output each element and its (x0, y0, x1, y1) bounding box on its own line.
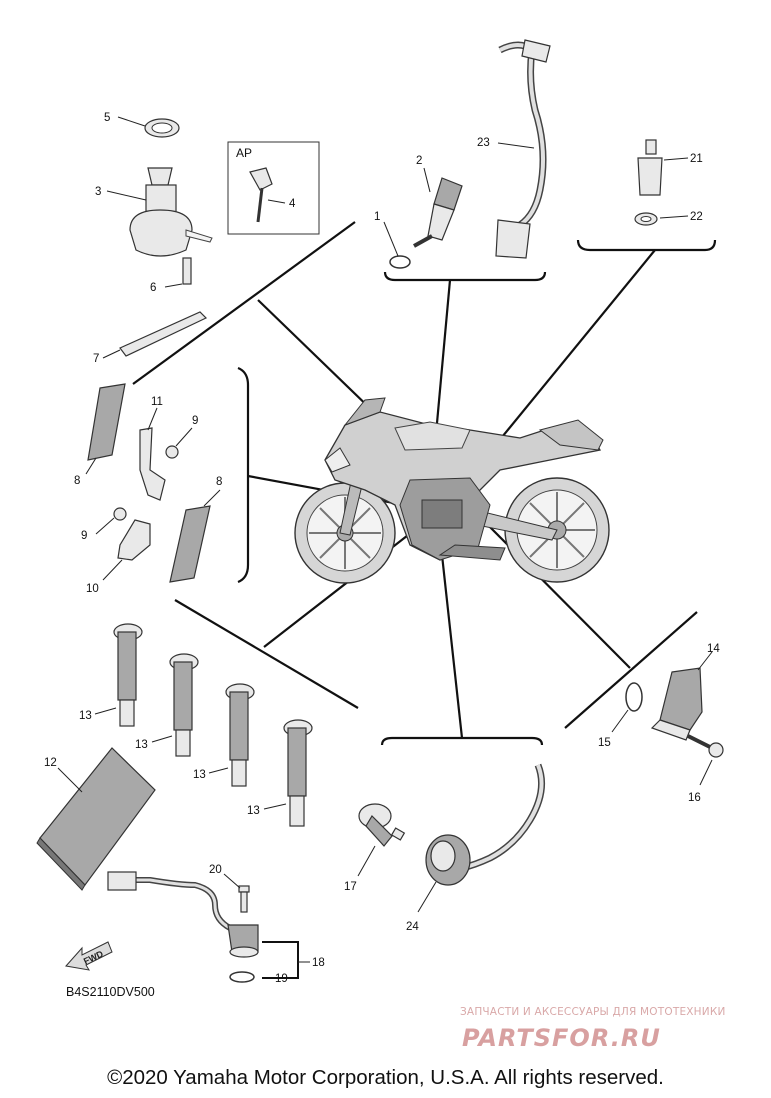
label-4: 4 (289, 198, 296, 210)
label-23: 23 (477, 137, 490, 149)
part-9-nut-upper: 9 (165, 415, 198, 459)
part-13-coil-1: 13 (79, 623, 143, 727)
part-13-coil-3: 13 (193, 683, 255, 787)
part-11-bracket: 11 (139, 396, 166, 501)
watermark: ЗАПЧАСТИ И АКСЕССУАРЫ ДЛЯ МОТОТЕХНИКИ PA… (460, 1006, 726, 1052)
watermark-tagline: ЗАПЧАСТИ И АКСЕССУАРЫ ДЛЯ МОТОТЕХНИКИ (460, 1006, 726, 1018)
part-14-sensor: 14 (650, 643, 720, 741)
label-11: 11 (151, 396, 163, 408)
part-18-sensor: 18 (107, 871, 325, 979)
label-24: 24 (406, 921, 419, 933)
part-10-bracket: 10 (86, 519, 151, 595)
part-2-sensor: 2 (413, 155, 463, 248)
label-19: 19 (275, 973, 288, 985)
label-18: 18 (312, 957, 325, 969)
label-2: 2 (416, 155, 422, 167)
part-17-sensor: 17 (344, 803, 406, 893)
part-7-strap: 7 (93, 311, 208, 365)
drawing-code: B4S2110DV500 (66, 985, 155, 999)
part-9-nut-lower: 9 (81, 507, 127, 542)
part-12-ecu: 12 (36, 747, 156, 891)
part-23-cable-sensor: 23 (477, 39, 551, 259)
label-1: 1 (374, 211, 380, 223)
label-9a: 9 (192, 415, 198, 427)
label-10: 10 (86, 583, 99, 595)
fwd-arrow-icon: FWD (65, 941, 113, 971)
part-13-coil-2: 13 (135, 653, 199, 757)
part-3-main-switch: 3 6 (95, 167, 213, 294)
label-12: 12 (44, 757, 57, 769)
part-20-bolt: 20 (209, 864, 250, 913)
copyright-notice: ©2020 Yamaha Motor Corporation, U.S.A. A… (107, 1066, 664, 1089)
watermark-brand: PARTSFOR.RU (462, 1024, 661, 1052)
label-8b: 8 (216, 476, 222, 488)
label-8a: 8 (74, 475, 80, 487)
label-17: 17 (344, 881, 357, 893)
ap-box-label: AP (236, 146, 252, 160)
part-22-washer: 22 (634, 211, 703, 226)
label-21: 21 (690, 153, 703, 165)
label-7: 7 (93, 353, 99, 365)
label-13b: 13 (135, 739, 148, 751)
motorcycle-illustration (294, 397, 610, 584)
label-15: 15 (598, 737, 611, 749)
part-1-o-ring: 1 (374, 211, 411, 269)
label-6: 6 (150, 282, 156, 294)
part-15-o-ring: 15 (598, 682, 643, 749)
label-20: 20 (209, 864, 222, 876)
label-16: 16 (688, 792, 701, 804)
part-13-coil-4: 13 (247, 719, 313, 827)
label-3: 3 (95, 186, 101, 198)
part-16-bolt: 16 (687, 734, 724, 804)
label-22: 22 (690, 211, 703, 223)
label-14: 14 (707, 643, 720, 655)
part-21-sensor: 21 (637, 139, 703, 196)
part-5-ring: 5 (104, 112, 180, 138)
diagram-canvas: 5 3 6 AP 4 7 2 1 (36, 39, 726, 1052)
ap-box: AP 4 (227, 141, 320, 235)
label-5: 5 (104, 112, 110, 124)
label-9b: 9 (81, 530, 87, 542)
part-8-pad-upper: 8 (74, 383, 126, 487)
part-19-o-ring: 19 (229, 971, 288, 985)
label-13d: 13 (247, 805, 260, 817)
label-13a: 13 (79, 710, 92, 722)
label-13c: 13 (193, 769, 206, 781)
part-8-pad-lower: 8 (169, 476, 222, 583)
part-24-cable-sensor: 24 (406, 763, 546, 933)
